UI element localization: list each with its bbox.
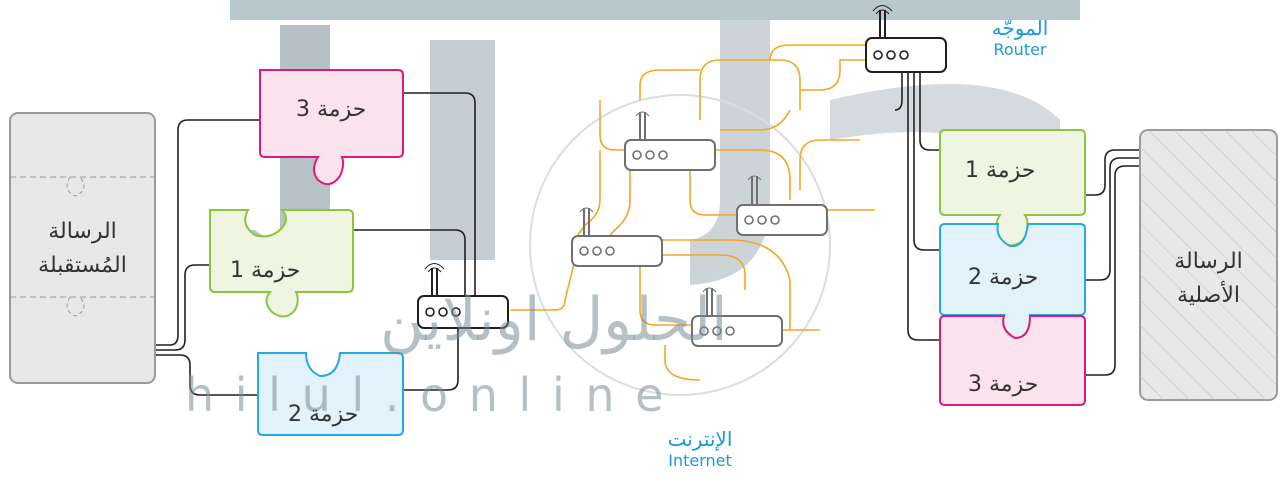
received-message-label: الرسالة المُستقبلة	[20, 215, 145, 283]
internet-caption: الإنترنت Internet	[650, 427, 750, 470]
router-label-english: Router	[970, 40, 1070, 59]
internet-label-english: Internet	[650, 451, 750, 470]
original-message-line2: الأصلية	[1148, 279, 1269, 313]
original-message-line1: الرسالة	[1148, 245, 1269, 279]
internet-label-arabic: الإنترنت	[650, 427, 750, 451]
watermark-latin: h i l u l . o n l i n e	[185, 368, 666, 422]
received-message-line2: المُستقبلة	[20, 249, 145, 283]
router-label-arabic: الموجّه	[970, 16, 1070, 40]
original-message-label: الرسالة الأصلية	[1148, 245, 1269, 313]
router-internet-icon	[572, 208, 662, 266]
router-caption: الموجّه Router	[970, 16, 1070, 59]
received-message-line1: الرسالة	[20, 215, 145, 249]
router-internet-icon	[625, 112, 715, 170]
left-packet-3-label: حزمة 3	[296, 97, 366, 122]
right-packet-2-label: حزمة 2	[968, 265, 1038, 290]
right-packet-1-label: حزمة 1	[965, 158, 1035, 183]
right-packet-3-label: حزمة 3	[968, 372, 1038, 397]
left-packet-2-label: حزمة 2	[288, 402, 358, 427]
watermark-arabic: الحلول اونلاين	[380, 285, 728, 355]
left-packet-1-label: حزمة 1	[230, 258, 300, 283]
